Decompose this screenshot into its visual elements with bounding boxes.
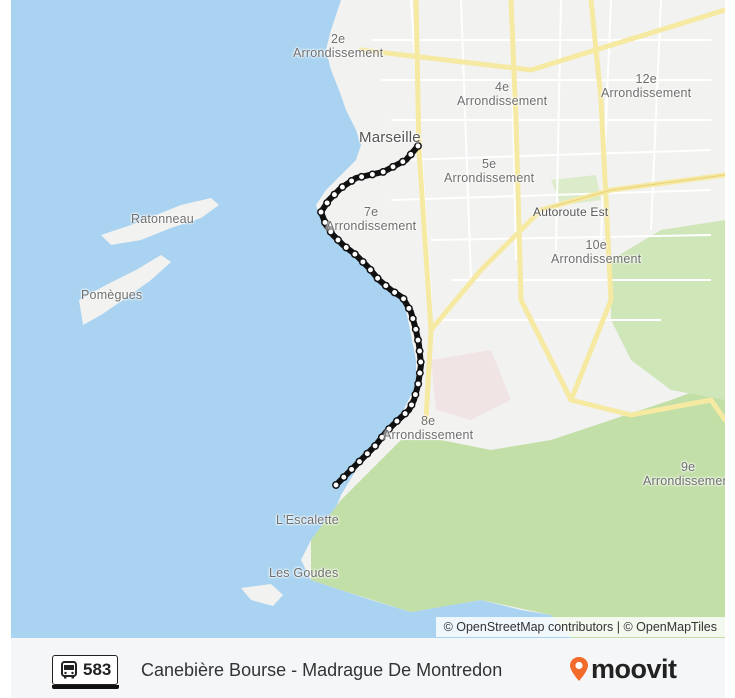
route-stop[interactable] bbox=[392, 417, 401, 426]
route-stop[interactable] bbox=[381, 281, 390, 290]
map-canvas bbox=[11, 0, 725, 638]
route-stop[interactable] bbox=[414, 379, 423, 388]
route-stop[interactable] bbox=[358, 257, 367, 266]
route-stop[interactable] bbox=[399, 294, 408, 303]
route-stop[interactable] bbox=[415, 369, 424, 377]
route-stop[interactable] bbox=[355, 457, 364, 466]
route-stop[interactable] bbox=[321, 218, 329, 227]
route-stop[interactable] bbox=[408, 314, 417, 323]
route-stop[interactable] bbox=[411, 390, 420, 399]
route-stop[interactable] bbox=[401, 409, 410, 418]
route-stop[interactable] bbox=[371, 441, 380, 450]
route-stop[interactable] bbox=[350, 250, 359, 259]
route-stop[interactable] bbox=[407, 400, 416, 409]
route-stop[interactable] bbox=[373, 274, 382, 283]
route-stop[interactable] bbox=[363, 449, 372, 458]
route-stop[interactable] bbox=[317, 208, 325, 217]
island-pomegues bbox=[79, 255, 171, 325]
urban-block bbox=[431, 350, 511, 420]
route-stop[interactable] bbox=[406, 150, 415, 159]
route-stop[interactable] bbox=[330, 190, 339, 199]
island-small bbox=[241, 584, 283, 606]
route-stop[interactable] bbox=[347, 176, 356, 185]
route-stop[interactable] bbox=[398, 157, 407, 166]
route-stop[interactable] bbox=[414, 142, 422, 150]
map-attribution[interactable]: © OpenStreetMap contributors | © OpenMap… bbox=[435, 617, 725, 637]
route-stop[interactable] bbox=[326, 227, 335, 236]
label-ratonneau: Ratonneau bbox=[131, 212, 194, 226]
route-stop[interactable] bbox=[334, 236, 342, 244]
route-stops bbox=[317, 142, 425, 489]
route-name: Canebière Bourse - Madrague De Montredon bbox=[141, 660, 503, 680]
route-stop[interactable] bbox=[415, 347, 424, 355]
island-ratonneau bbox=[101, 198, 219, 245]
route-stop[interactable] bbox=[377, 433, 386, 442]
route-stop[interactable] bbox=[368, 170, 377, 179]
route-stop[interactable] bbox=[414, 336, 422, 345]
label-marseille: Marseille bbox=[359, 129, 421, 146]
label-escalette: L'Escalette bbox=[276, 513, 339, 527]
route-stop[interactable] bbox=[339, 473, 348, 482]
route-stop[interactable] bbox=[379, 167, 388, 176]
park-south bbox=[311, 380, 725, 638]
route-stop[interactable] bbox=[332, 481, 340, 489]
route-stop[interactable] bbox=[390, 288, 399, 297]
route-footer: 583 Canebière Bourse - Madrague De Montr… bbox=[11, 638, 725, 698]
route-stop[interactable] bbox=[347, 465, 356, 474]
pin-icon bbox=[570, 657, 588, 681]
route-stop[interactable] bbox=[389, 162, 397, 171]
bus-icon bbox=[61, 661, 77, 679]
route-stop[interactable] bbox=[404, 304, 413, 313]
route-badge[interactable]: 583 bbox=[51, 655, 120, 689]
route-stop[interactable] bbox=[416, 358, 425, 366]
park-east bbox=[611, 220, 725, 400]
label-pomegues: Pomègues bbox=[81, 288, 143, 302]
label-autoroute-est: Autoroute Est bbox=[533, 205, 609, 219]
route-stop[interactable] bbox=[411, 325, 420, 334]
route-stop[interactable] bbox=[366, 265, 375, 274]
route-stop[interactable] bbox=[357, 172, 366, 181]
route-stop[interactable] bbox=[342, 243, 351, 252]
brand-name: moovit bbox=[591, 654, 677, 684]
major-roads bbox=[358, 0, 725, 423]
road-outlines bbox=[540, 174, 725, 211]
route-stop[interactable] bbox=[323, 198, 332, 207]
moovit-logo[interactable]: moovit bbox=[569, 654, 677, 684]
route-stop[interactable] bbox=[338, 183, 347, 192]
label-les-goudes: Les Goudes bbox=[269, 566, 339, 580]
route-stop[interactable] bbox=[385, 424, 394, 433]
route-number: 583 bbox=[83, 660, 112, 679]
